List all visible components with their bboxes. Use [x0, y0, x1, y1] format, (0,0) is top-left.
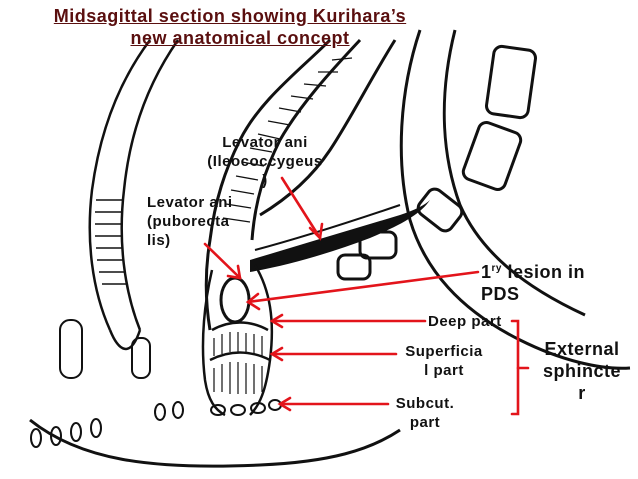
primary-lesion-sup: ry — [491, 263, 502, 274]
levator-ileo-line2: (Ileococcygeus — [207, 153, 323, 170]
anterior-organ — [88, 39, 180, 351]
superficial-line2: l part — [424, 362, 464, 379]
label-deep-part: Deep part — [428, 312, 518, 331]
levator-pubo-line3: lis) — [147, 232, 171, 249]
rectum-hatch — [222, 57, 353, 223]
rectum-wall — [204, 38, 397, 331]
title-line-2: new anatomical concept — [130, 28, 350, 48]
label-subcut-part: Subcut. part — [380, 394, 470, 432]
perineal-ovals — [30, 319, 184, 448]
label-arrows — [203, 176, 530, 416]
primary-lesion-suffix: lesion in — [501, 262, 585, 282]
anterior-hatch — [95, 199, 127, 285]
diagram-title: Midsagittal section showing Kurihara’s n… — [20, 5, 440, 49]
external-line3: r — [578, 383, 586, 403]
primary-lesion-prefix: 1 — [481, 262, 492, 282]
label-external-sphincter: External sphincte r — [530, 338, 634, 404]
external-line2: sphincte — [542, 361, 621, 381]
label-levator-ileococcygeus: Levator ani (Ileococcygeus ) — [185, 133, 345, 190]
levator-ileo-line3: ) — [262, 172, 268, 189]
label-levator-puborectalis: Levator ani (puborecta lis) — [147, 193, 267, 250]
vertebrae — [336, 44, 537, 281]
subcut-line1: Subcut. — [395, 395, 455, 412]
primary-lesion-line2: PDS — [481, 284, 520, 304]
levator-pubo-line2: (puborecta — [147, 213, 230, 230]
primary-lesion-line1: 1ry lesion in — [481, 258, 631, 283]
levator-ileo-line1: Levator ani — [222, 134, 308, 151]
sphincter-hatch — [213, 332, 263, 394]
superficial-line1: Superficia — [405, 343, 483, 360]
levator-pubo-line1: Levator ani — [147, 194, 233, 211]
label-superficial-part: Superficia l part — [394, 342, 494, 380]
levator-ileococcygeus — [250, 200, 430, 272]
deep-part-text: Deep part — [428, 313, 502, 330]
external-line1: External — [544, 339, 620, 359]
title-line-1: Midsagittal section showing Kurihara’s — [53, 6, 407, 26]
label-primary-lesion: 1ry lesion in PDS — [481, 258, 631, 305]
subcut-line2: part — [409, 414, 441, 431]
